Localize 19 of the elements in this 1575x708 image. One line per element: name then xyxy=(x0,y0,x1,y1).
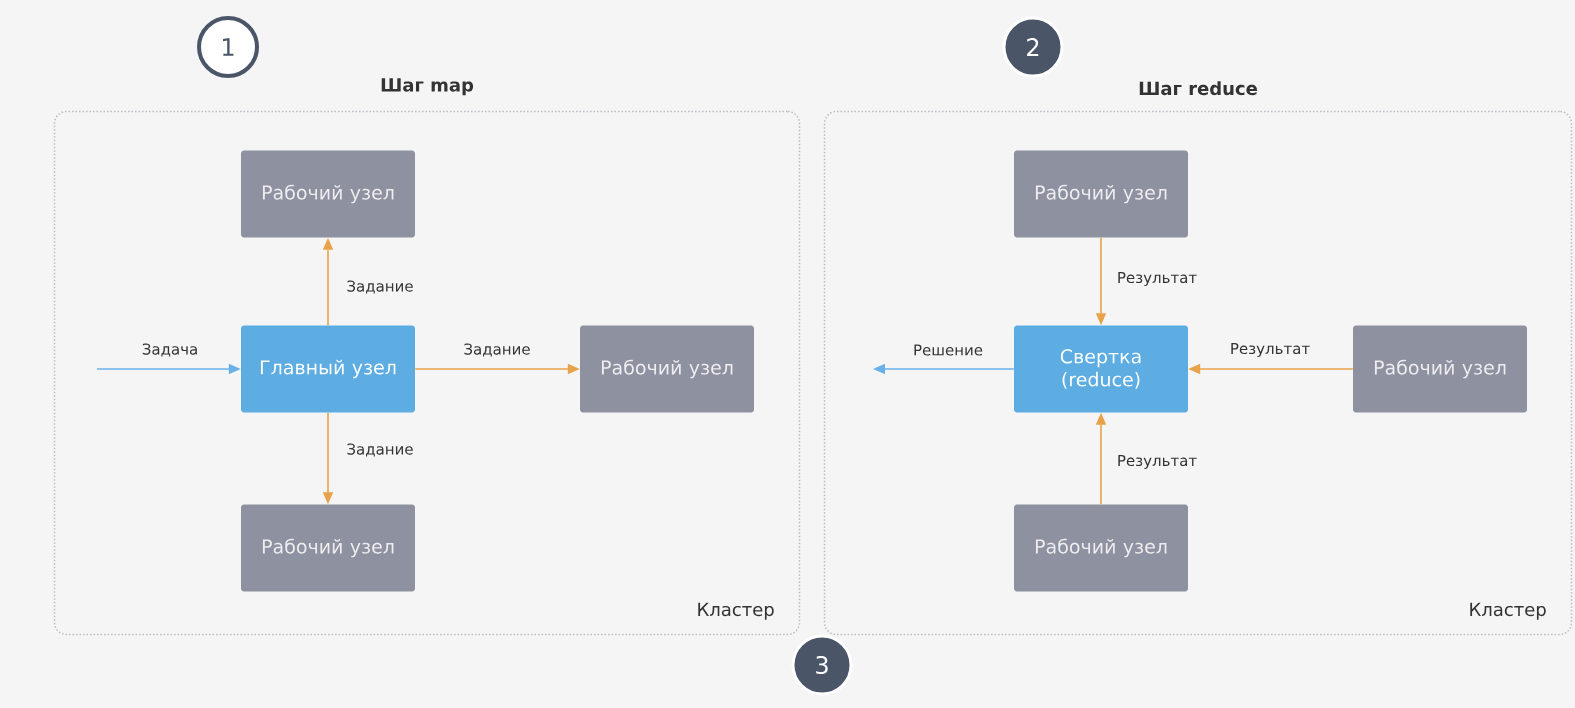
process-box: Рабочий узел xyxy=(580,325,754,413)
process-box: Рабочий узел xyxy=(241,504,415,592)
callout-number: 3 xyxy=(791,634,853,696)
cluster-heading: Шаг map xyxy=(381,78,474,96)
process-box: Рабочий узел xyxy=(1353,325,1527,413)
process-box: Рабочий узел xyxy=(1014,150,1188,238)
edge-label: Решение xyxy=(912,343,984,357)
edge-label: Задание xyxy=(462,342,532,358)
callout-number: 2 xyxy=(1002,16,1064,78)
process-box: Рабочий узел xyxy=(241,150,415,238)
edge-label: Задание xyxy=(345,279,415,295)
cluster-label: Кластер xyxy=(698,602,774,620)
process-box: Главный узел xyxy=(241,325,415,413)
process-box: Свертка (reduce) xyxy=(1014,325,1188,413)
edge-label: Задача xyxy=(140,342,200,358)
cluster-heading: Шаг reduce xyxy=(1139,81,1257,96)
cluster-label: Кластер xyxy=(1470,602,1546,620)
process-box: Рабочий узел xyxy=(1014,504,1188,592)
edge-label: Задание xyxy=(345,442,415,458)
